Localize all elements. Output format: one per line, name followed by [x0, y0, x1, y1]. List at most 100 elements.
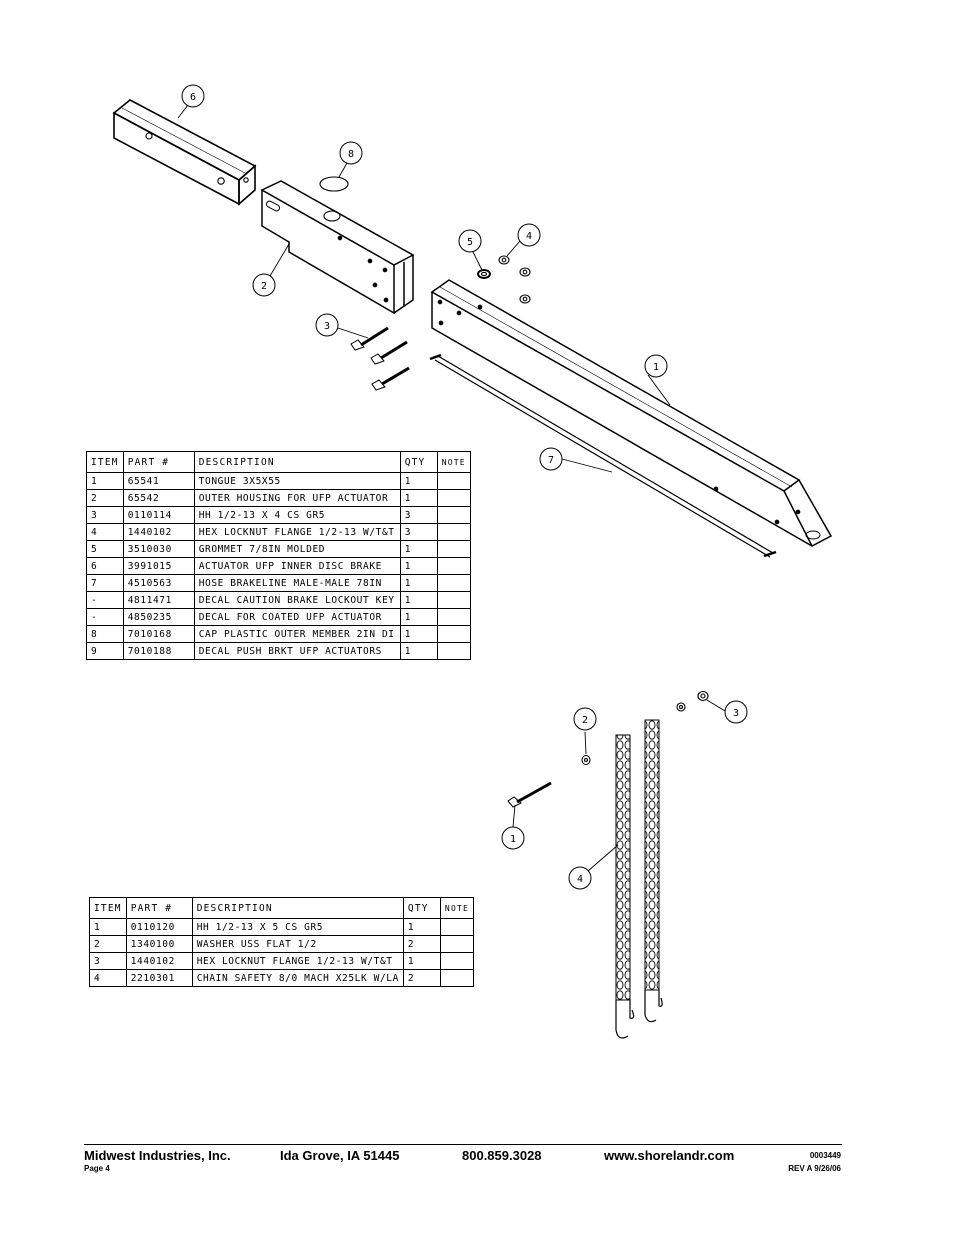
row-item: 9: [86, 642, 124, 660]
footer-address: Ida Grove, IA 51445: [280, 1148, 400, 1163]
header-description: DESCRIPTION: [191, 897, 404, 919]
row-qty: 1: [399, 574, 438, 592]
row-qty: 1: [399, 625, 438, 643]
row-item: 2: [89, 935, 127, 953]
row-item: 5: [86, 540, 124, 558]
svg-text:1: 1: [510, 834, 516, 845]
callout-b2: 2: [573, 707, 597, 731]
row-note: [439, 935, 475, 953]
svg-text:3: 3: [733, 708, 739, 719]
row-description: ACTUATOR UFP INNER DISC BRAKE: [193, 557, 401, 575]
row-item: 1: [89, 918, 127, 936]
row-qty: 1: [399, 540, 438, 558]
row-item: 3: [89, 952, 127, 970]
row-qty: 1: [399, 472, 438, 490]
callout-2: 2: [252, 273, 276, 297]
row-part-number: 7010168: [122, 625, 195, 643]
row-note: [436, 506, 471, 524]
row-description: HH 1/2-13 X 5 CS GR5: [191, 918, 404, 936]
footer-revision: REV A 9/26/06: [788, 1164, 841, 1173]
row-part-number: 7010188: [122, 642, 195, 660]
locknut-parts: [498, 255, 531, 304]
actuator-inner-part: [112, 99, 257, 206]
row-item: -: [86, 591, 124, 609]
row-note: [436, 642, 471, 660]
callout-5: 5: [458, 229, 482, 253]
callout-b4: 4: [568, 866, 592, 890]
footer-company: Midwest Industries, Inc.: [84, 1148, 231, 1163]
row-note: [439, 952, 475, 970]
svg-text:4: 4: [526, 231, 532, 242]
row-item: 8: [86, 625, 124, 643]
bottom-washer-part: [581, 702, 686, 766]
callout-4: 4: [517, 223, 541, 247]
row-item: 6: [86, 557, 124, 575]
outer-housing-part: [260, 180, 415, 315]
row-description: CAP PLASTIC OUTER MEMBER 2IN DI: [193, 625, 401, 643]
row-item: 4: [86, 523, 124, 541]
row-part-number: 4811471: [122, 591, 195, 609]
header-note: NOTE: [436, 451, 471, 473]
svg-text:7: 7: [548, 455, 554, 466]
row-qty: 1: [402, 952, 441, 970]
row-part-number: 1340100: [125, 935, 193, 953]
table-header-row: ITEM PART # DESCRIPTION QTY NOTE: [89, 897, 475, 919]
row-item: 1: [86, 472, 124, 490]
brake-hose-part: [429, 353, 777, 558]
header-item: ITEM: [86, 451, 124, 473]
safety-chain-parts: [615, 719, 663, 1039]
row-note: [436, 574, 471, 592]
row-qty: 1: [399, 608, 438, 626]
tongue-part: [430, 279, 833, 547]
row-item: 3: [86, 506, 124, 524]
row-item: 2: [86, 489, 124, 507]
row-qty: 1: [399, 591, 438, 609]
plastic-cap-part: [319, 176, 349, 192]
row-description: CHAIN SAFETY 8/0 MACH X25LK W/LA: [191, 969, 404, 987]
svg-text:2: 2: [582, 715, 588, 726]
row-description: WASHER USS FLAT 1/2: [191, 935, 404, 953]
row-part-number: 4510563: [122, 574, 195, 592]
callout-7: 7: [539, 447, 563, 471]
row-part-number: 3991015: [122, 557, 195, 575]
row-description: OUTER HOUSING FOR UFP ACTUATOR: [193, 489, 401, 507]
svg-text:5: 5: [467, 237, 473, 248]
svg-text:8: 8: [348, 149, 354, 160]
row-item: -: [86, 608, 124, 626]
row-note: [436, 540, 471, 558]
row-note: [436, 591, 471, 609]
row-description: DECAL CAUTION BRAKE LOCKOUT KEY: [193, 591, 401, 609]
row-qty: 1: [399, 557, 438, 575]
footer-document-number: 0003449: [809, 1151, 841, 1160]
callout-b3: 3: [724, 700, 748, 724]
row-qty: 1: [399, 489, 438, 507]
header-note: NOTE: [439, 897, 475, 919]
svg-text:1: 1: [653, 362, 659, 373]
bottom-bolt-part: [507, 781, 552, 808]
row-description: DECAL FOR COATED UFP ACTUATOR: [193, 608, 401, 626]
row-part-number: 65541: [122, 472, 195, 490]
header-description: DESCRIPTION: [193, 451, 401, 473]
header-part: PART #: [122, 451, 195, 473]
row-note: [439, 969, 475, 987]
row-note: [436, 557, 471, 575]
row-note: [436, 489, 471, 507]
callout-8: 8: [339, 141, 363, 165]
